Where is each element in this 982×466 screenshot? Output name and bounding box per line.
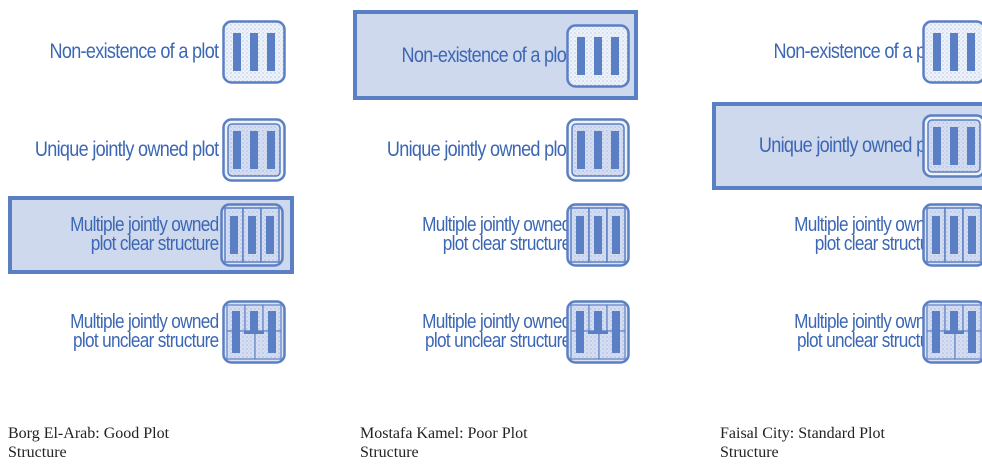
label-non-existence: Non-existence of a plot: [49, 40, 219, 63]
caption-line-1: Faisal City: Standard Plot: [720, 425, 885, 442]
row-unique-jointly-owned: Unique jointly owned plot: [708, 104, 982, 188]
row-unique-jointly-owned: Unique jointly owned plot: [352, 108, 652, 192]
row-non-existence: Non-existence of a plot: [708, 10, 982, 94]
label-unique-jointly-owned: Unique jointly owned plot: [386, 138, 570, 161]
label-line-1: Multiple jointly owned: [793, 214, 943, 236]
panel-borg-el-arab: Non-existence of a plot Unique jointly o…: [0, 0, 300, 466]
label-line-2: plot unclear structure: [796, 330, 943, 352]
caption-line-2: Structure: [720, 444, 779, 461]
caption: Borg El-Arab: Good Plot Structure: [8, 424, 169, 462]
row-unique-jointly-owned: Unique jointly owned plot: [0, 108, 300, 192]
plot-joint-icon: [922, 114, 982, 178]
plot-joint-icon: [222, 118, 286, 182]
label-line-2: plot clear structure: [442, 233, 570, 255]
plot-unclear-structure-icon: [922, 300, 982, 364]
label-unique-jointly-owned: Unique jointly owned plot: [34, 138, 218, 161]
plot-unclear-structure-icon: [222, 300, 286, 364]
plot-clear-structure-icon: [922, 203, 982, 267]
caption: Mostafa Kamel: Poor Plot Structure: [360, 424, 528, 462]
label-line-1: Multiple jointly owned: [69, 214, 219, 236]
plot-empty-icon: [922, 20, 982, 84]
caption-line-2: Structure: [360, 444, 419, 461]
plot-unclear-structure-icon: [566, 300, 630, 364]
caption: Faisal City: Standard Plot Structure: [720, 424, 885, 462]
plot-clear-structure-icon: [220, 203, 284, 267]
caption-line-2: Structure: [8, 444, 67, 461]
plot-clear-structure-icon: [566, 203, 630, 267]
panel-mostafa-kamel: Non-existence of a plot Unique jointly o…: [352, 0, 652, 466]
caption-line-1: Borg El-Arab: Good Plot: [8, 425, 170, 442]
label-line-2: plot unclear structure: [72, 330, 219, 352]
label-unique-jointly-owned: Unique jointly owned plot: [758, 134, 942, 157]
row-non-existence: Non-existence of a plot: [0, 10, 300, 94]
label-line-1: Multiple jointly owned: [793, 311, 943, 333]
label-non-existence: Non-existence of a plot: [401, 44, 571, 67]
caption-line-1: Mostafa Kamel: Poor Plot: [360, 425, 528, 442]
label-line-2: plot clear structure: [814, 233, 942, 255]
label-line-2: plot unclear structure: [424, 330, 571, 352]
plot-empty-icon: [566, 24, 630, 88]
label-line-1: Multiple jointly owned: [421, 214, 571, 236]
label-line-2: plot clear structure: [90, 233, 218, 255]
label-line-1: Multiple jointly owned: [69, 311, 219, 333]
row-non-existence: Non-existence of a plot: [352, 14, 652, 98]
label-non-existence: Non-existence of a plot: [773, 40, 943, 63]
plot-empty-icon: [222, 20, 286, 84]
plot-joint-icon: [566, 118, 630, 182]
label-line-1: Multiple jointly owned: [421, 311, 571, 333]
panel-faisal-city: Non-existence of a plot Unique jointly o…: [708, 0, 982, 466]
